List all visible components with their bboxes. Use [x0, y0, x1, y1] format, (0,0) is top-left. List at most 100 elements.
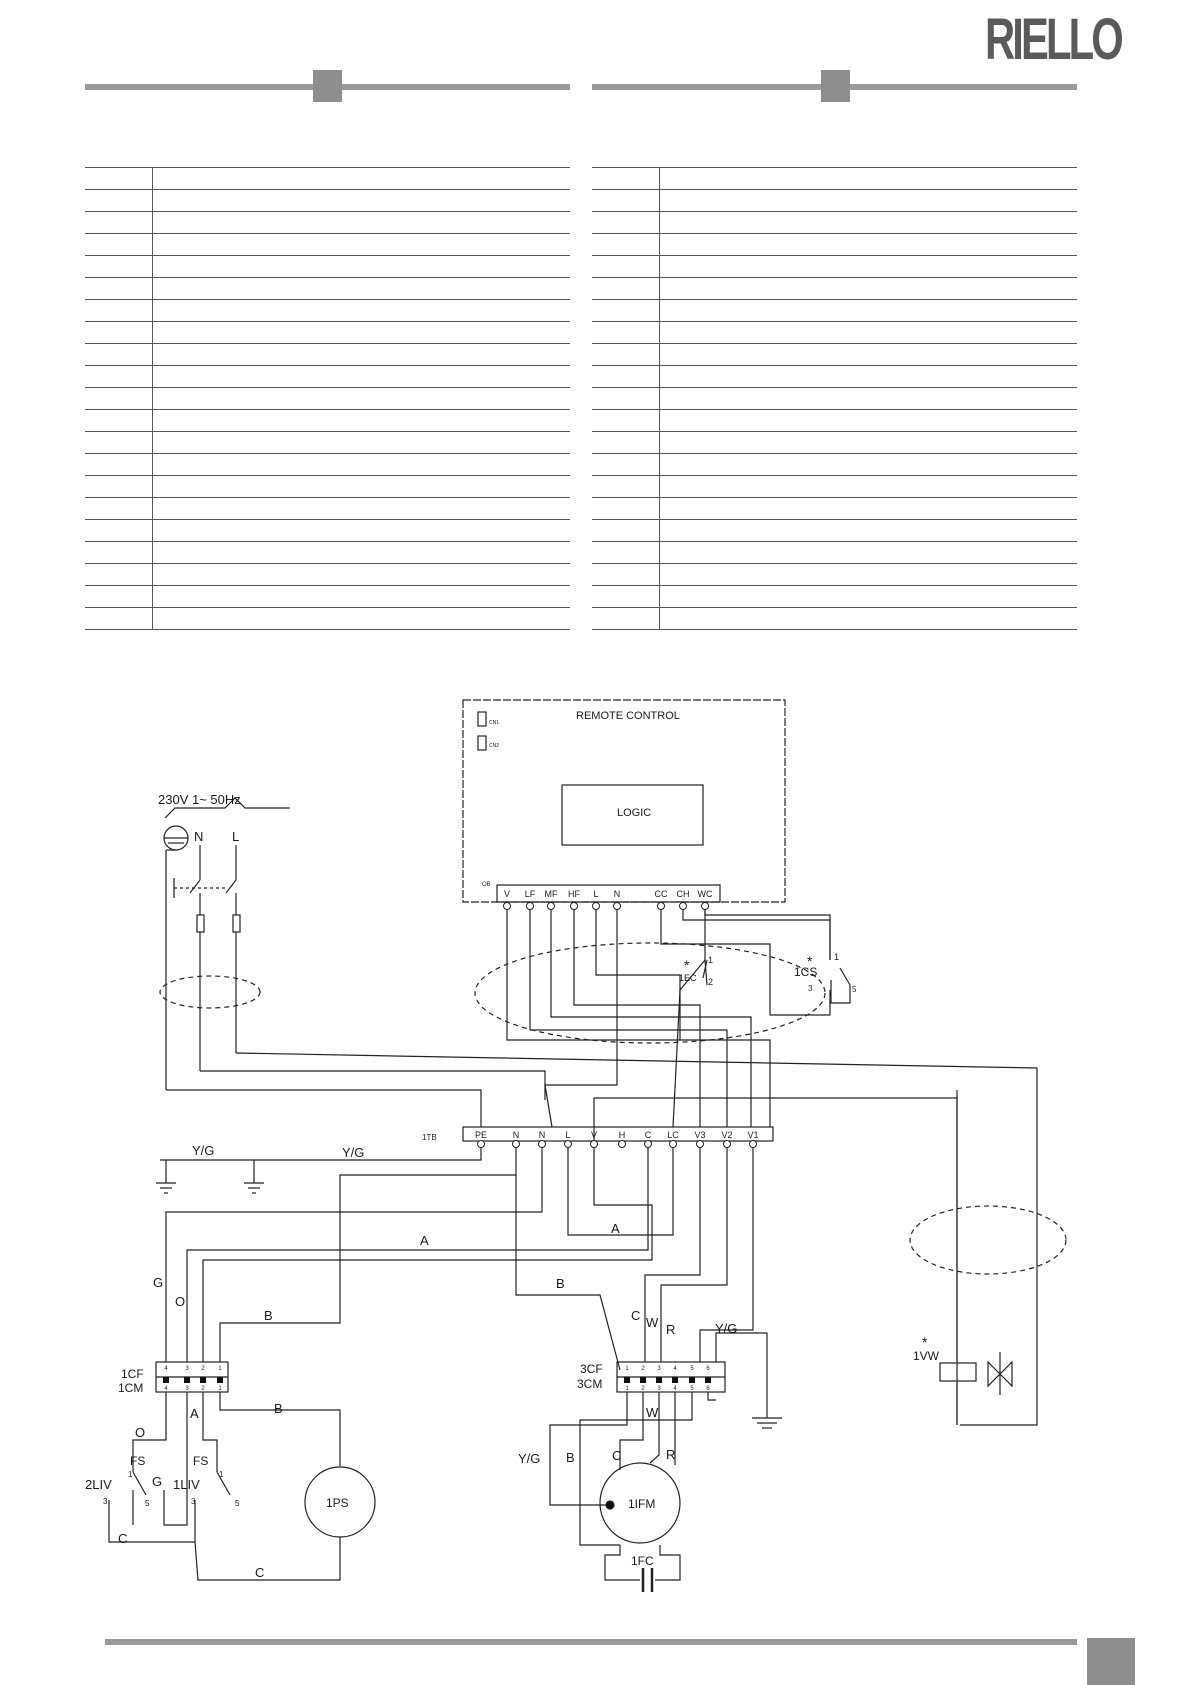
legend-desc-cell	[152, 299, 570, 322]
cf3-pin	[656, 1377, 662, 1383]
wire-b-2: B	[556, 1276, 565, 1291]
rc-terminal-screw	[679, 902, 687, 910]
wire-b-1: B	[264, 1308, 273, 1323]
legend-row	[85, 167, 570, 190]
legend-desc-cell	[152, 365, 570, 388]
legend-desc-cell	[152, 519, 570, 542]
rc-terminal-label: N	[614, 889, 621, 899]
rc-terminal-label: MF	[545, 889, 558, 899]
legend-desc-cell	[659, 541, 1077, 564]
legend-table-right	[592, 167, 1077, 630]
legend-code-cell	[592, 475, 660, 498]
rc-terminal-label: CC	[655, 889, 668, 899]
wire-c-3: C	[118, 1531, 127, 1546]
legend-desc-cell	[152, 167, 570, 190]
remote-control-label: REMOTE CONTROL	[576, 710, 680, 722]
legend-row	[592, 497, 1077, 520]
ferrite-center	[474, 942, 826, 1044]
legend-code-cell	[592, 409, 660, 432]
n-label: N	[194, 829, 203, 844]
legend-code-cell	[592, 299, 660, 322]
legend-desc-cell	[659, 189, 1077, 212]
legend-code-cell	[85, 497, 153, 520]
legend-code-cell	[85, 475, 153, 498]
legend-code-cell	[85, 387, 153, 410]
cf3-label: 3CF	[580, 1362, 603, 1376]
rc-terminal-screw	[570, 902, 578, 910]
yg-label-3: Y/G	[715, 1321, 737, 1336]
ob-label: OB	[482, 882, 491, 888]
legend-desc-cell	[152, 475, 570, 498]
legend-row	[85, 321, 570, 344]
cf3-pin	[640, 1377, 646, 1383]
legend-row	[85, 211, 570, 234]
legend-code-cell	[85, 607, 153, 630]
cf3-pin	[689, 1377, 695, 1383]
cn1-connector	[477, 711, 487, 727]
cf1-label: 1CF	[121, 1367, 144, 1381]
header-marker-right	[821, 70, 850, 102]
legend-desc-cell	[152, 541, 570, 564]
legend-code-cell	[592, 211, 660, 234]
legend-code-cell	[85, 365, 153, 388]
legend-code-cell	[592, 343, 660, 366]
legend-desc-cell	[659, 167, 1077, 190]
tb-terminal-strip	[462, 1126, 774, 1142]
liv-pin1-a: 1	[128, 1470, 133, 1479]
vw-star: *	[922, 1334, 928, 1350]
fm-label: 1IFM	[628, 1497, 655, 1511]
liv-pin3-a: 3	[103, 1497, 108, 1506]
legend-desc-cell	[152, 409, 570, 432]
ps-component	[304, 1466, 376, 1538]
rc-terminal-label: LF	[525, 889, 536, 899]
fuse-n	[196, 914, 205, 933]
legend-desc-cell	[152, 387, 570, 410]
fm-component	[599, 1462, 681, 1544]
fs-label-2: FS	[193, 1454, 208, 1468]
tb-terminal-screw	[723, 1140, 731, 1148]
legend-code-cell	[592, 233, 660, 256]
cs-pin1: 1	[834, 952, 839, 962]
rc-terminal-screw	[547, 902, 555, 910]
cm1-pin-label: 1	[218, 1386, 222, 1392]
liv-pin1-b: 1	[219, 1470, 224, 1479]
wire-b-4: B	[566, 1450, 575, 1465]
legend-code-cell	[592, 541, 660, 564]
cf1-pin	[217, 1377, 223, 1383]
cs-pin5: 5	[852, 985, 857, 994]
legend-row	[592, 365, 1077, 388]
legend-desc-cell	[659, 585, 1077, 608]
cf1-pin-label: 4	[164, 1366, 168, 1372]
legend-row	[85, 541, 570, 564]
cm3-pin-label: 3	[657, 1386, 661, 1392]
liv2-label: 2LIV	[85, 1477, 112, 1492]
wire-a-2: A	[611, 1221, 620, 1236]
legend-desc-cell	[152, 431, 570, 454]
legend-desc-cell	[659, 211, 1077, 234]
legend-row	[85, 277, 570, 300]
tb-terminal-screw	[749, 1140, 757, 1148]
wire-w-1: W	[646, 1315, 659, 1330]
legend-code-cell	[85, 519, 153, 542]
legend-row	[592, 607, 1077, 630]
legend-desc-cell	[659, 343, 1077, 366]
legend-row	[592, 233, 1077, 256]
legend-row	[85, 343, 570, 366]
tb-terminal-label: H	[619, 1130, 626, 1140]
legend-row	[592, 255, 1077, 278]
cf3-pin	[624, 1377, 630, 1383]
cm1-pin-label: 3	[185, 1386, 189, 1392]
tb-terminal-label: LC	[667, 1130, 679, 1140]
cf1-pin-label: 2	[201, 1366, 205, 1372]
legend-row	[85, 519, 570, 542]
logic-label: LOGIC	[617, 807, 651, 819]
wire-c-2: C	[612, 1448, 621, 1463]
wire-c-1: C	[631, 1308, 640, 1323]
rc-terminal-screw	[701, 902, 709, 910]
legend-desc-cell	[152, 453, 570, 476]
legend-code-cell	[85, 321, 153, 344]
legend-desc-cell	[152, 233, 570, 256]
fuse-l	[232, 914, 241, 933]
rc-terminal-screw	[526, 902, 534, 910]
tb-terminal-label: V2	[721, 1130, 732, 1140]
